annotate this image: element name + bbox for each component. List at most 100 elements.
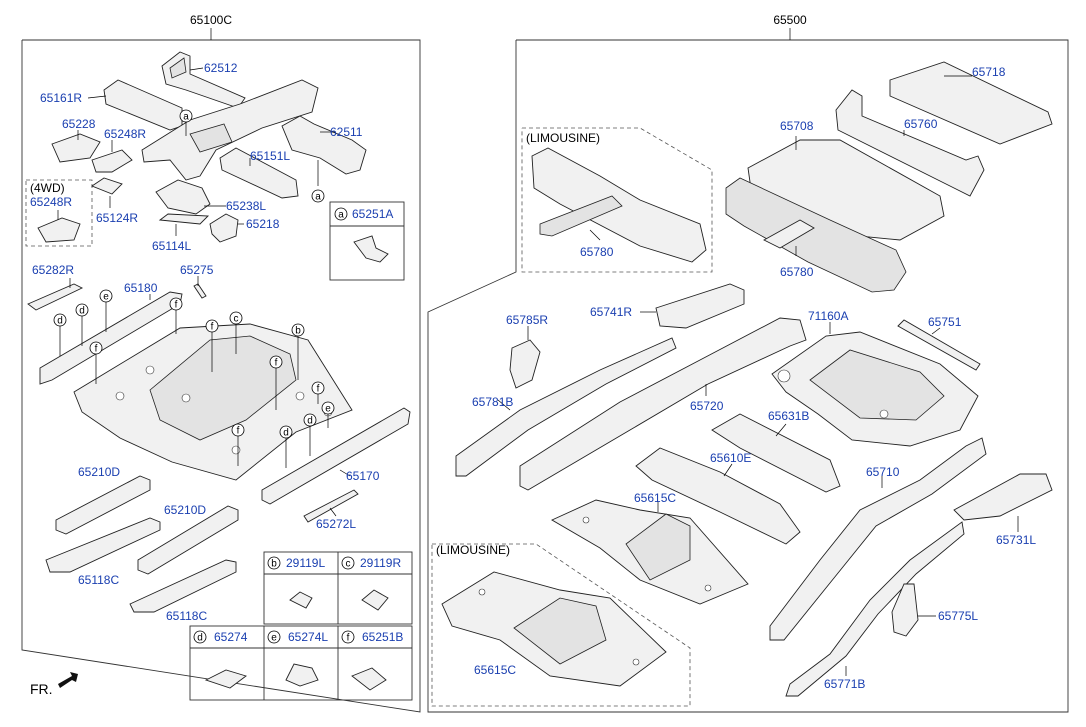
part-65781B-drawing <box>455 337 677 477</box>
label-65124R: 65124R <box>96 211 138 225</box>
part-65741R-drawing <box>640 283 745 329</box>
part-65218-drawing <box>209 213 244 243</box>
part-65151L-drawing <box>219 147 299 199</box>
part-65720-drawing <box>519 317 807 491</box>
label-65718: 65718 <box>972 65 1006 79</box>
front-assembly: 65100C <box>21 13 421 713</box>
legend-a: a 65251A <box>329 201 405 281</box>
callout-d-1: d <box>57 316 63 327</box>
label-65615C-b: 65615C <box>474 663 516 677</box>
legend-d-e-f: d 65274 e 65274L f 65251B <box>189 625 413 701</box>
part-65751-drawing <box>897 319 981 371</box>
part-65615C-a-drawing <box>551 499 749 605</box>
group-4wd-frame <box>25 179 93 247</box>
label-65751: 65751 <box>928 315 962 329</box>
legend-a-part: 65251A <box>352 207 393 221</box>
label-65180: 65180 <box>124 281 158 295</box>
part-65272L-drawing <box>303 489 359 523</box>
callout-f-5: f <box>317 384 320 395</box>
label-65170: 65170 <box>346 469 380 483</box>
label-65710: 65710 <box>866 465 900 479</box>
part-65631B-drawing <box>711 413 841 493</box>
label-62512: 62512 <box>204 61 238 75</box>
group-limousine-top-label: (LIMOUSINE) <box>526 131 600 145</box>
label-65210D-b: 65210D <box>164 503 206 517</box>
rear-assembly-number: 65500 <box>773 13 807 27</box>
front-floor-panel-drawing <box>73 323 353 481</box>
callout-f-4: f <box>275 358 278 369</box>
part-65161R-drawing <box>87 79 183 131</box>
front-assembly-number: 65100C <box>190 13 232 27</box>
group-4wd: (4WD) <box>25 179 93 247</box>
callout-c: c <box>234 314 239 325</box>
label-65771B: 65771B <box>824 677 865 691</box>
part-65210D-a-drawing <box>55 475 151 535</box>
legend-b-part: 29119L <box>286 556 325 570</box>
part-65275-drawing <box>193 276 207 299</box>
label-65118C-a: 65118C <box>78 573 119 587</box>
legend-a-letter: a <box>338 210 344 221</box>
callout-f-3: f <box>211 322 214 333</box>
legend-f-letter: f <box>347 633 350 644</box>
legend-c-letter: c <box>346 559 351 570</box>
part-65170-drawing <box>261 407 411 505</box>
callout-a-upper: a <box>183 112 189 123</box>
group-limousine-top: (LIMOUSINE) <box>521 127 713 273</box>
part-65118C-b-drawing <box>129 559 237 613</box>
label-65228: 65228 <box>62 117 96 131</box>
part-65785R-drawing <box>509 326 541 389</box>
callout-a-62511: a <box>315 192 321 203</box>
front-floor-callouts: d d e f f c f b f f e d d f <box>53 289 335 468</box>
part-65708-drawing <box>725 136 945 293</box>
label-65210D-a: 65210D <box>78 465 120 479</box>
callout-b: b <box>295 326 301 337</box>
label-65272L: 65272L <box>316 517 356 531</box>
callout-d-4: d <box>283 428 289 439</box>
label-65248R-top: 65248R <box>104 127 146 141</box>
label-65720: 65720 <box>690 399 724 413</box>
front-part-labels: 62512 65161R 65228 65248R 62511 65151L 6… <box>30 61 380 623</box>
legend-e-letter: e <box>271 633 277 644</box>
label-65760: 65760 <box>904 117 938 131</box>
label-65780-b: 65780 <box>780 265 814 279</box>
group-limousine-bottom-label: (LIMOUSINE) <box>436 543 510 557</box>
part-65114L-drawing <box>158 213 210 236</box>
callout-f-6: f <box>237 426 240 437</box>
part-65718-drawing <box>889 61 1053 145</box>
label-62511: 62511 <box>330 125 363 139</box>
part-65610E-drawing <box>635 447 801 545</box>
label-65775L: 65775L <box>938 609 978 623</box>
label-65781B: 65781B <box>472 395 513 409</box>
part-65760-drawing <box>835 89 985 197</box>
label-65785R: 65785R <box>506 313 548 327</box>
legend-b-c: b 29119L c 29119R <box>263 551 413 625</box>
callout-f-1: f <box>175 300 178 311</box>
label-65708: 65708 <box>780 119 814 133</box>
legend-b-letter: b <box>271 559 277 570</box>
part-65238L-drawing <box>155 179 226 215</box>
part-62512-drawing <box>161 51 246 109</box>
label-65248R-4wd: 65248R <box>30 195 72 209</box>
legend-d-part: 65274 <box>214 630 248 644</box>
group-limousine-bottom-frame <box>431 543 691 707</box>
callout-d-2: d <box>79 306 85 317</box>
part-65282R-drawing <box>27 278 84 311</box>
part-65228-drawing <box>51 130 101 163</box>
callout-e-2: e <box>325 404 331 415</box>
label-71160A: 71160A <box>808 309 848 323</box>
label-65631B: 65631B <box>768 409 809 423</box>
label-65238L: 65238L <box>226 199 266 213</box>
part-65771B-drawing <box>785 521 965 697</box>
callout-e-1: e <box>103 292 109 303</box>
legend-e-part: 65274L <box>288 630 328 644</box>
label-65615C-a: 65615C <box>634 491 676 505</box>
part-65124R-drawing <box>91 177 123 208</box>
callout-f-2: f <box>95 344 98 355</box>
group-limousine-top-frame <box>521 127 713 273</box>
legend-d-letter: d <box>197 633 203 644</box>
front-direction-label: FR. <box>30 681 53 697</box>
part-65210D-b-drawing <box>137 505 239 575</box>
label-65741R: 65741R <box>590 305 632 319</box>
label-65275: 65275 <box>180 263 214 277</box>
